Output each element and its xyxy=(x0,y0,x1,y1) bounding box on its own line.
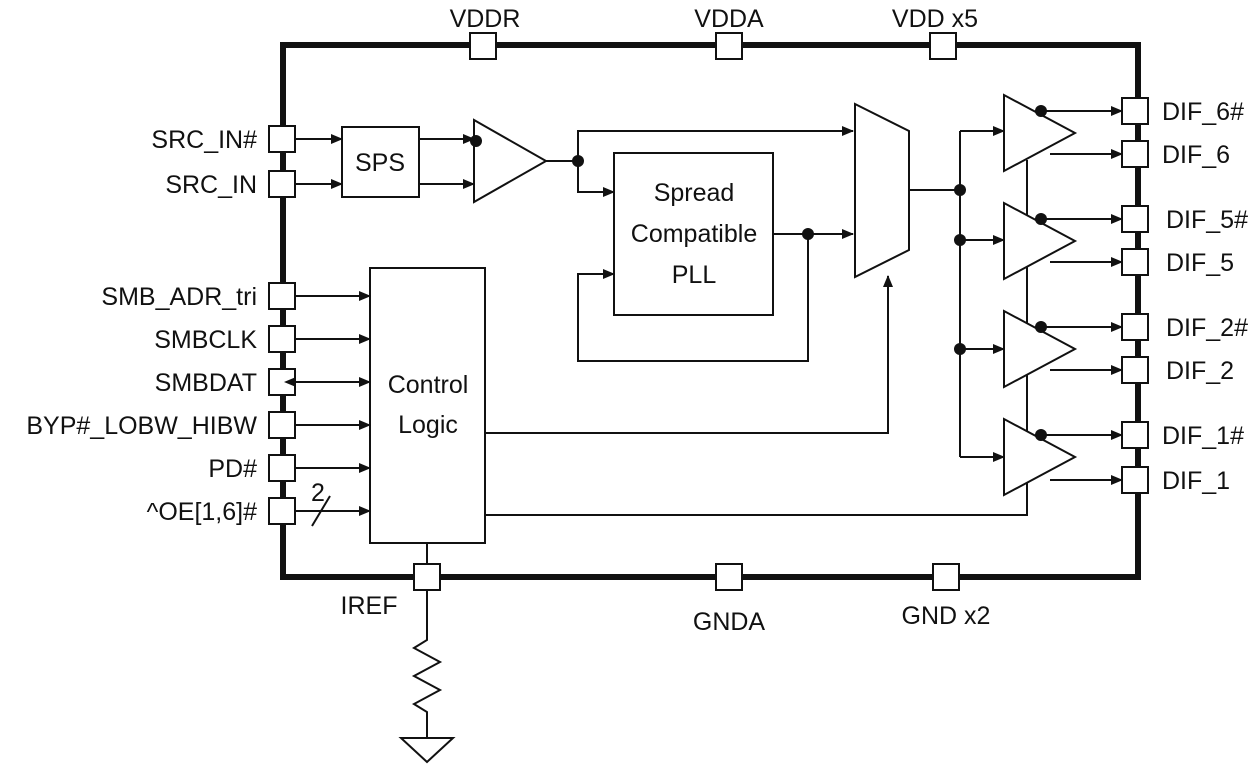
wire-pll-feedback xyxy=(577,234,809,362)
label-smbclk: SMBCLK xyxy=(154,326,257,354)
label-dif2-n: DIF_2# xyxy=(1166,314,1248,342)
left-pin-oe: ^OE[1,6]# xyxy=(147,497,296,526)
top-pin-vdd: VDD x5 xyxy=(892,5,978,60)
label-dif2: DIF_2 xyxy=(1166,357,1234,385)
pll-label-line2: Compatible xyxy=(631,220,757,248)
sps-label: SPS xyxy=(355,149,405,177)
bottom-pin-gnd: GND x2 xyxy=(902,563,991,630)
left-pin-byp: BYP#_LOBW_HIBW xyxy=(26,411,296,440)
left-pin-src-in-n: SRC_IN# xyxy=(151,125,296,154)
iref-resistor xyxy=(411,590,443,738)
right-pin-dif6-n: DIF_6# xyxy=(1121,97,1244,126)
right-pin-dif6: DIF_6 xyxy=(1121,140,1230,169)
right-pin-dif5-n: DIF_5# xyxy=(1121,205,1248,234)
right-pin-dif1: DIF_1 xyxy=(1121,466,1230,495)
label-dif5-n: DIF_5# xyxy=(1166,206,1248,234)
wire-control-to-oe xyxy=(485,160,1028,516)
label-dif5: DIF_5 xyxy=(1166,249,1234,277)
junction-buffer-input xyxy=(470,135,482,147)
control-label-line2: Logic xyxy=(398,411,458,439)
top-pin-vddr: VDDR xyxy=(450,5,521,60)
wire-buffer-to-pll xyxy=(577,161,615,197)
wire-bypass-to-mux xyxy=(577,126,854,161)
output-buffer-dif6 xyxy=(1003,93,1123,173)
label-dif1: DIF_1 xyxy=(1162,467,1230,495)
label-src-in: SRC_IN xyxy=(165,171,257,199)
bus-slash xyxy=(311,495,331,527)
pll-label-line1: Spread xyxy=(654,179,735,207)
label-vddr: VDDR xyxy=(450,5,521,33)
bottom-pin-iref: IREF xyxy=(341,563,441,620)
label-gnd: GND x2 xyxy=(902,602,991,630)
ground-symbol xyxy=(398,737,456,764)
right-pin-dif1-n: DIF_1# xyxy=(1121,421,1244,450)
left-pin-smbdat: SMBDAT xyxy=(155,368,296,397)
output-buffer-dif5 xyxy=(1003,201,1123,281)
label-iref: IREF xyxy=(341,592,398,620)
left-pin-src-in: SRC_IN xyxy=(165,170,296,199)
bottom-pin-gnda: GNDA xyxy=(693,563,766,636)
right-pin-dif2-n: DIF_2# xyxy=(1121,313,1248,342)
label-gnda: GNDA xyxy=(693,608,766,636)
label-smbdat: SMBDAT xyxy=(155,369,257,397)
pll-block: Spread Compatible PLL xyxy=(613,152,774,316)
sps-block: SPS xyxy=(341,126,420,198)
left-pin-pd: PD# xyxy=(208,454,296,483)
label-byp: BYP#_LOBW_HIBW xyxy=(26,412,257,440)
label-oe: ^OE[1,6]# xyxy=(147,498,257,526)
label-dif6-n: DIF_6# xyxy=(1162,98,1244,126)
right-pin-dif5: DIF_5 xyxy=(1121,248,1234,277)
chip-outline xyxy=(280,42,1141,580)
label-src-in-n: SRC_IN# xyxy=(151,126,257,154)
label-smb-adr: SMB_ADR_tri xyxy=(101,283,257,311)
output-buffer-dif1 xyxy=(1003,417,1123,497)
label-pd: PD# xyxy=(208,455,257,483)
pll-label-line3: PLL xyxy=(672,261,717,289)
bus-width-label: 2 xyxy=(311,479,325,507)
top-pin-vdda: VDDA xyxy=(694,5,764,60)
left-pin-smbclk: SMBCLK xyxy=(154,325,296,354)
label-dif6: DIF_6 xyxy=(1162,141,1230,169)
mux xyxy=(854,102,910,279)
wire-control-to-mux xyxy=(485,275,893,434)
label-vdd: VDD x5 xyxy=(892,5,978,33)
control-label-line1: Control xyxy=(388,371,469,399)
left-pin-smb-adr: SMB_ADR_tri xyxy=(101,282,296,311)
right-pin-dif2: DIF_2 xyxy=(1121,356,1234,385)
label-vdda: VDDA xyxy=(694,5,764,33)
output-buffer-dif2 xyxy=(1003,309,1123,389)
control-logic-block: Control Logic xyxy=(369,267,486,544)
input-buffer xyxy=(473,118,549,204)
label-dif1-n: DIF_1# xyxy=(1162,422,1244,450)
